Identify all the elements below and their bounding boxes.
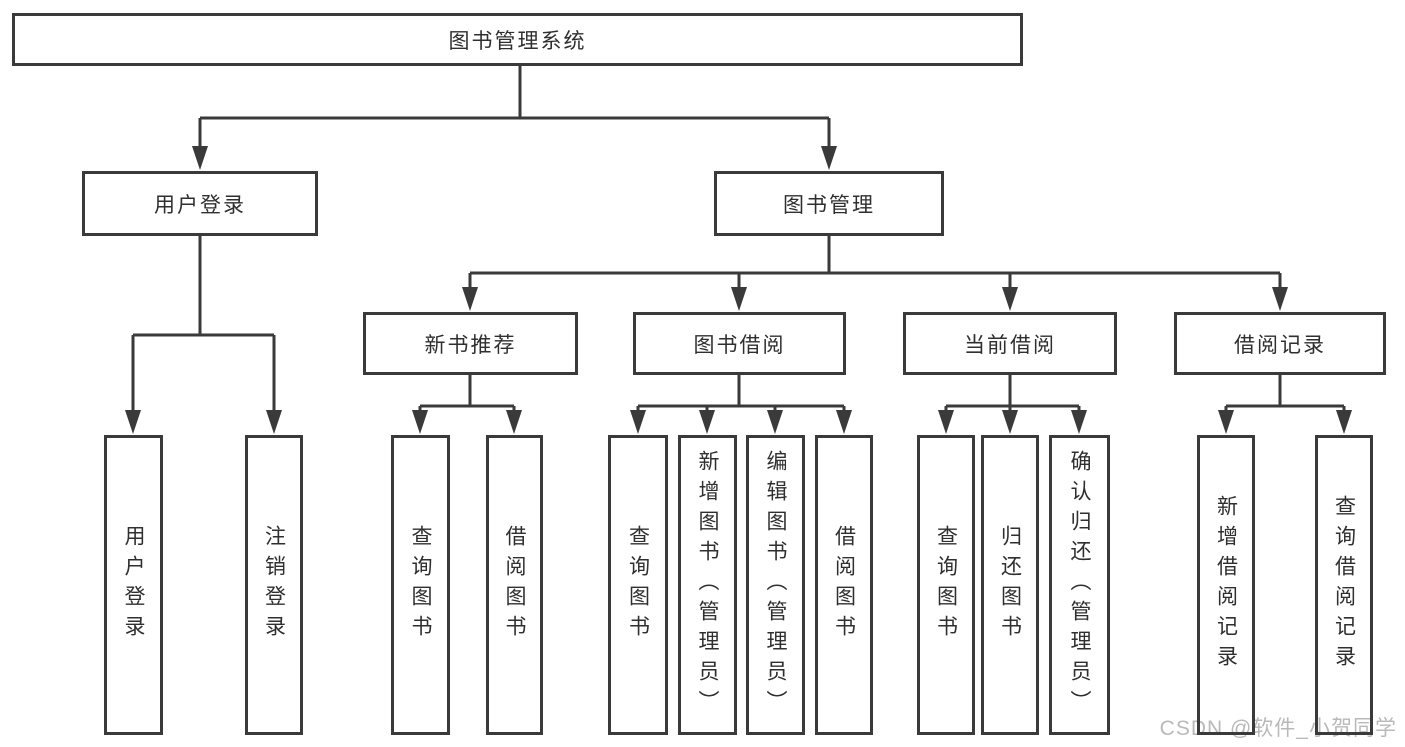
leaf-query-borrow-record-label: 查询借阅记录 (1332, 495, 1356, 675)
node-book-borrow-label: 图书借阅 (693, 333, 786, 357)
node-root: 图书管理系统 (12, 13, 1023, 66)
leaf-add-borrow-record: 新增借阅记录 (1197, 435, 1255, 735)
node-root-label: 图书管理系统 (448, 29, 587, 53)
leaf-user-login: 用户登录 (104, 435, 163, 735)
node-book-borrow: 图书借阅 (633, 312, 846, 375)
leaf-logout: 注销登录 (245, 435, 303, 735)
leaf-user-login-label: 用户登录 (122, 525, 145, 645)
leaf-edit-book-admin: 编辑图书（管理员） (746, 435, 805, 735)
leaf-borrow-book: 借阅图书 (815, 435, 873, 735)
leaf-query-book-borrow-label: 查询图书 (626, 525, 650, 645)
node-new-book-recommend-label: 新书推荐 (424, 333, 517, 357)
leaf-query-book-recommend: 查询图书 (391, 435, 450, 735)
leaf-add-book-admin-label: 新增图书（管理员） (696, 450, 719, 720)
node-new-book-recommend: 新书推荐 (363, 312, 578, 375)
watermark: CSDN @软件_小贺同学 (1159, 717, 1397, 740)
node-current-borrow-label: 当前借阅 (964, 333, 1056, 357)
leaf-borrow-book-recommend-label: 借阅图书 (503, 525, 526, 645)
node-borrow-record: 借阅记录 (1174, 312, 1386, 375)
leaf-confirm-return-admin: 确认归还（管理员） (1049, 435, 1110, 735)
node-current-borrow: 当前借阅 (903, 312, 1117, 375)
leaf-confirm-return-admin-label: 确认归还（管理员） (1068, 450, 1091, 720)
leaf-query-book-borrow: 查询图书 (608, 435, 668, 735)
leaf-query-book-current: 查询图书 (917, 435, 975, 735)
leaf-edit-book-admin-label: 编辑图书（管理员） (764, 450, 787, 720)
leaf-return-book: 归还图书 (981, 435, 1039, 735)
node-user-login: 用户登录 (82, 171, 318, 236)
leaf-query-book-current-label: 查询图书 (934, 525, 958, 645)
node-borrow-record-label: 借阅记录 (1234, 333, 1326, 357)
leaf-borrow-book-label: 借阅图书 (832, 525, 856, 645)
leaf-borrow-book-recommend: 借阅图书 (486, 435, 543, 735)
leaf-query-borrow-record: 查询借阅记录 (1315, 435, 1373, 735)
node-user-login-label: 用户登录 (154, 193, 246, 217)
leaf-add-book-admin: 新增图书（管理员） (678, 435, 737, 735)
leaf-query-book-recommend-label: 查询图书 (409, 525, 432, 645)
leaf-logout-label: 注销登录 (262, 525, 286, 645)
leaf-add-borrow-record-label: 新增借阅记录 (1214, 495, 1238, 675)
node-book-management: 图书管理 (714, 171, 944, 236)
arrowhead-icons (125, 146, 1352, 434)
node-book-management-label: 图书管理 (783, 193, 875, 217)
leaf-return-book-label: 归还图书 (998, 525, 1022, 645)
